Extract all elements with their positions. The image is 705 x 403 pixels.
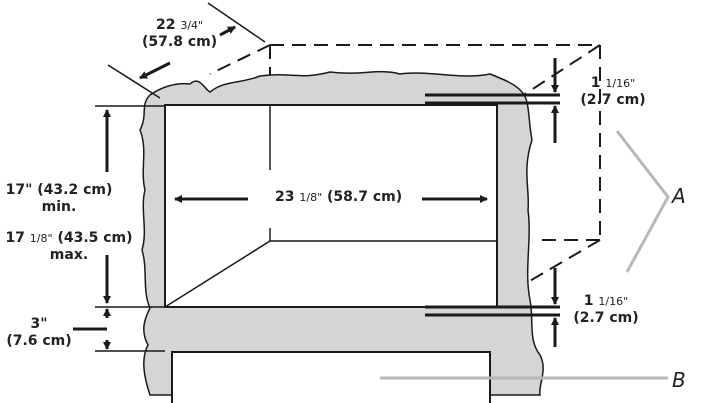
height-min-note: min. — [41, 199, 77, 215]
depth-dimension — [107, 2, 266, 99]
depth-metric: (57.8 cm) — [142, 34, 218, 50]
height-dimension — [73, 105, 165, 352]
height-max-note: max. — [49, 247, 89, 263]
height-max-label: 17 1/8" (43.5 cm) max. — [0, 230, 138, 264]
bottom-gap-imperial: 1 — [583, 293, 594, 309]
height-min-value: 17" (43.2 cm) — [5, 182, 113, 198]
top-gap-metric: (2.7 cm) — [580, 92, 646, 108]
width-label: 23 1/8" (58.7 cm) — [275, 189, 402, 206]
depth-label: 22 3/4" (57.8 cm) — [142, 17, 217, 51]
height-max-metric: (43.5 cm) — [57, 230, 133, 246]
interior-lines — [164, 105, 497, 308]
width-imperial: 23 — [275, 189, 295, 205]
depth-imperial: 22 — [155, 17, 176, 33]
dashed-appliance-outline — [209, 44, 601, 283]
bottom-gap-fraction: 1/16" — [598, 295, 629, 308]
cabinet-opening — [164, 104, 498, 308]
width-metric: (58.7 cm) — [327, 189, 403, 205]
gap-dimensions — [425, 58, 560, 347]
bottom-gap-label: 1 1/16" (2.7 cm) — [566, 293, 646, 327]
depth-fraction: 3/4" — [180, 19, 204, 32]
callout-a-label: A — [672, 184, 686, 208]
width-fraction: 1/8" — [299, 191, 323, 204]
height-max-fraction: 1/8" — [29, 232, 53, 245]
callout-a-bracket — [615, 130, 670, 273]
shelf-imperial: 3" — [30, 316, 48, 332]
shelf-label: 3" (7.6 cm) — [4, 316, 74, 350]
shelf-metric: (7.6 cm) — [6, 333, 72, 349]
bottom-gap-metric: (2.7 cm) — [573, 310, 639, 326]
height-min-label: 17" (43.2 cm) min. — [2, 182, 116, 216]
height-max-imperial: 17 — [5, 230, 25, 246]
top-gap-label: 1 1/16" (2.7 cm) — [573, 75, 653, 109]
top-gap-imperial: 1 — [590, 75, 601, 91]
callout-b-label: B — [672, 368, 686, 392]
top-gap-fraction: 1/16" — [605, 77, 636, 90]
